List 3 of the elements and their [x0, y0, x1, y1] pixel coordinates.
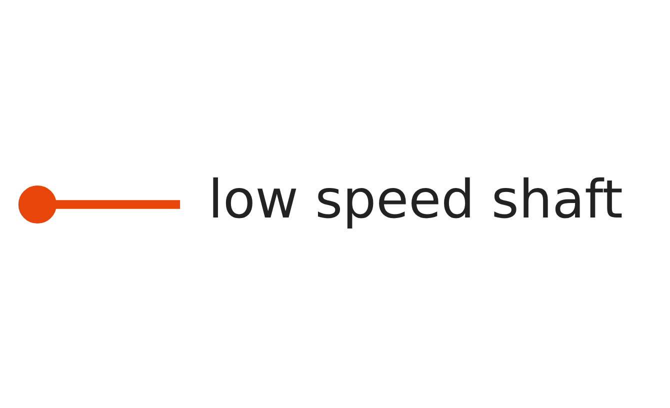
- node-text: low speed shaft: [208, 168, 623, 230]
- connector: [55, 200, 180, 208]
- node-circle: [18, 184, 56, 224]
